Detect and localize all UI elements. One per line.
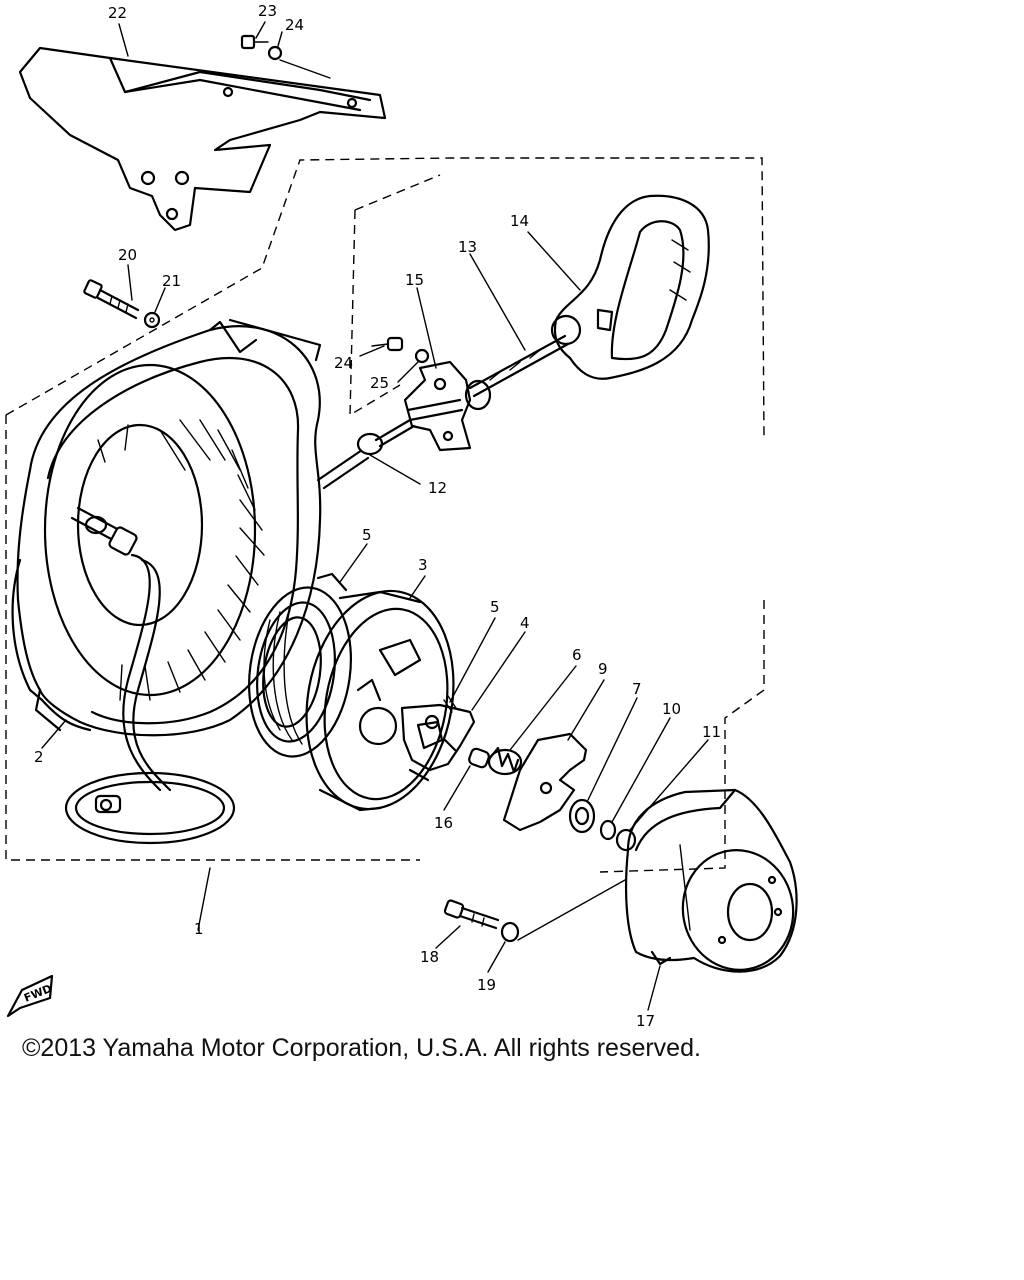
- part-7-washer: [568, 798, 596, 834]
- callout-5-upper: 5: [362, 526, 372, 544]
- part-13-starter-rope: [468, 334, 570, 398]
- callout-12: 12: [428, 479, 447, 497]
- part-14-starter-handle: [550, 194, 710, 380]
- part-4-ratchet-pawl: [400, 703, 476, 772]
- callout-20: 20: [118, 246, 137, 264]
- part-24-washer-top: [267, 45, 283, 61]
- callout-1: 1: [194, 920, 204, 938]
- part-9-friction-plate: [502, 732, 588, 832]
- part-21-washer: [143, 311, 161, 329]
- callout-3: 3: [418, 556, 428, 574]
- callout-7: 7: [632, 680, 642, 698]
- callout-4: 4: [520, 614, 530, 632]
- callout-5-lower: 5: [490, 598, 500, 616]
- part-25-washer: [414, 348, 430, 364]
- part-2-starter-housing: [11, 318, 322, 845]
- callout-6: 6: [572, 646, 582, 664]
- part-16-pin: [468, 747, 490, 769]
- callout-23: 23: [258, 2, 277, 20]
- callout-21: 21: [162, 272, 181, 290]
- part-20-bolt: [83, 279, 140, 320]
- part-3-rope-reel: [247, 586, 455, 812]
- part-24-screw-mid: [371, 336, 404, 352]
- part-19-washer: [500, 921, 520, 943]
- part-22-cover-plate: [18, 46, 387, 232]
- callout-11: 11: [702, 723, 721, 741]
- callout-14: 14: [510, 212, 529, 230]
- part-12-guide-pin: [316, 398, 464, 490]
- callout-25: 25: [370, 374, 389, 392]
- fwd-direction-badge: FWD: [6, 974, 54, 1018]
- callout-19: 19: [477, 976, 496, 994]
- copyright-notice: ©2013 Yamaha Motor Corporation, U.S.A. A…: [22, 1034, 701, 1062]
- part-23-screw: [240, 34, 269, 50]
- part-15-guide-bracket: [403, 360, 492, 452]
- part-10-spring-washer: [599, 819, 617, 841]
- assembly-boundary-lines: [5, 157, 765, 873]
- callout-24-top: 24: [285, 16, 304, 34]
- callout-10: 10: [662, 700, 681, 718]
- callout-24-mid: 24: [334, 354, 353, 372]
- callout-16: 16: [434, 814, 453, 832]
- callout-13: 13: [458, 238, 477, 256]
- callout-22: 22: [108, 4, 127, 22]
- callout-9: 9: [598, 660, 608, 678]
- callout-17: 17: [636, 1012, 655, 1030]
- callout-labels: 22 23 24 20 21 24 25 15 13 14 12 5 3 5 4…: [34, 2, 721, 1030]
- callout-15: 15: [405, 271, 424, 289]
- exploded-parts-diagram: FWD 22 23 24 20 21: [5, 2, 798, 1030]
- part-11-nut: [615, 828, 637, 852]
- part-6-spring: [487, 746, 523, 776]
- callout-2: 2: [34, 748, 44, 766]
- callout-leader-lines: [41, 21, 709, 1011]
- part-18-bolt: [443, 899, 500, 930]
- part-17-starter-cup: [625, 788, 798, 973]
- part-5-spring-upper: [316, 572, 348, 592]
- callout-18: 18: [420, 948, 439, 966]
